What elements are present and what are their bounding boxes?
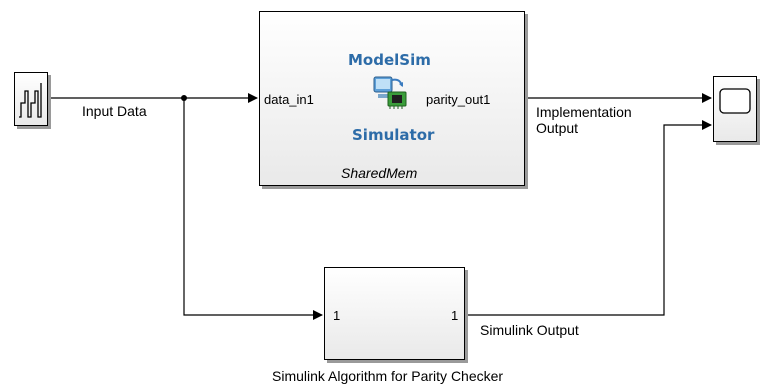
cosim-block-name: SharedMem [341,165,418,181]
cosim-input-port-label: data_in1 [264,92,314,107]
staircase-signal-icon [19,83,42,118]
scope-block[interactable] [713,76,757,142]
implementation-output-label-line1: Implementation [536,104,632,120]
cosim-output-port-label: parity_out1 [426,92,491,107]
scope-screen-icon [719,88,751,114]
implementation-output-label-line2: Output [536,120,579,136]
wire-simulink-output[interactable] [466,120,712,316]
cosim-block[interactable]: ModelSim Simulator data_in1 parity_out1 … [259,11,525,186]
input-source-block[interactable] [14,72,48,126]
cosim-title-top: ModelSim [348,51,431,69]
simulink-output-label: Simulink Output [480,322,579,338]
subsystem-name-label: Simulink Algorithm for Parity Checker [272,368,504,384]
subsystem-output-port-label: 1 [451,308,459,323]
wire-to-subsystem[interactable] [183,98,323,320]
modelsim-cosim-icon [373,76,407,109]
cosim-title-bottom: Simulator [352,126,435,144]
input-data-label: Input Data [82,103,147,119]
subsystem-input-port-label: 1 [333,308,341,323]
parity-checker-subsystem-block[interactable]: 1 1 [324,267,465,360]
